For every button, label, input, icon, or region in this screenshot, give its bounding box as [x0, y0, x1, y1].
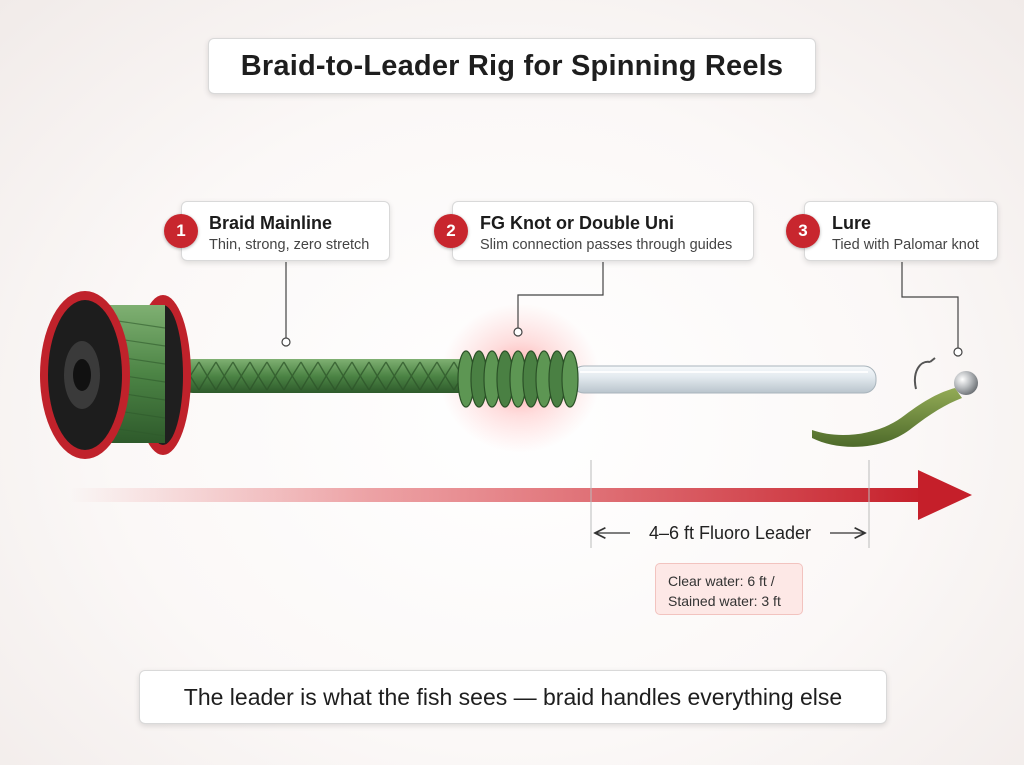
callout-heading: Lure	[832, 213, 872, 233]
leader-length-label: 4–6 ft Fluoro Leader	[649, 523, 811, 543]
callout-1-dot	[281, 337, 291, 347]
callout-heading: FG Knot or Double Uni	[480, 213, 674, 233]
callout-subtitle: Tied with Palomar knot	[832, 237, 979, 253]
bottom-tagline: The leader is what the fish sees — braid…	[139, 670, 887, 724]
direction-arrow-icon	[70, 470, 972, 520]
callout-subtitle: Slim connection passes through guides	[480, 237, 733, 253]
jig-worm-lure-icon	[812, 357, 978, 447]
callout-number-badge: 2	[434, 214, 468, 248]
callout-subtitle: Thin, strong, zero stretch	[209, 237, 370, 253]
callout-2-pointer	[517, 262, 604, 328]
note-line-clear-water: Clear water: 6 ft /	[668, 573, 775, 589]
leader-tube-icon	[571, 365, 877, 394]
knot-icon	[457, 350, 579, 408]
callout-number-badge: 1	[164, 214, 198, 248]
callout-fg-knot: FG Knot or Double Uni Slim connection pa…	[452, 201, 754, 261]
callout-heading: Braid Mainline	[209, 213, 333, 233]
callout-lure: Lure Tied with Palomar knot	[804, 201, 998, 261]
page-title: Braid-to-Leader Rig for Spinning Reels	[208, 38, 816, 94]
note-line-stained-water: Stained water: 3 ft	[668, 593, 781, 609]
callout-number-badge: 3	[786, 214, 820, 248]
braid-line-icon	[178, 359, 489, 393]
callout-braid-mainline: Braid Mainline Thin, strong, zero stretc…	[181, 201, 390, 261]
leader-length-note: Clear water: 6 ft / Stained water: 3 ft	[655, 563, 803, 615]
callout-2-dot	[513, 327, 523, 337]
callout-3-pointer	[901, 262, 959, 348]
spool-icon	[40, 291, 191, 459]
callout-3-dot	[953, 347, 963, 357]
